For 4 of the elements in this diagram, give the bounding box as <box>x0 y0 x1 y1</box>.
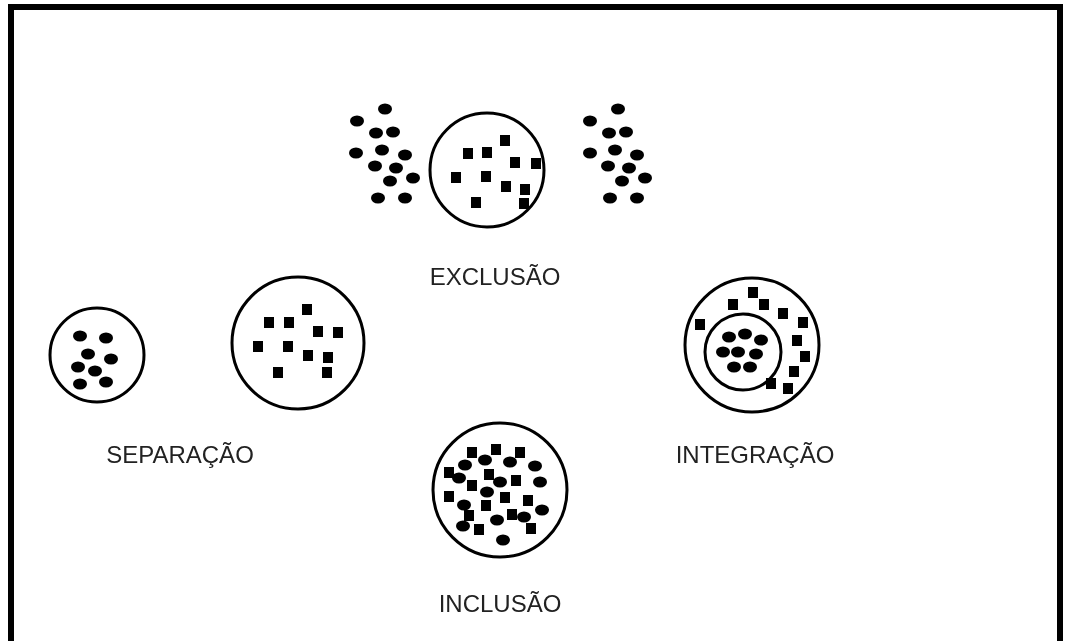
caption-label: INTEGRAÇÃO <box>675 441 835 469</box>
caption-label: INCLUSÃO <box>438 590 562 618</box>
caption-label: SEPARAÇÃO <box>106 441 254 469</box>
caption-label: EXCLUSÃO <box>429 263 561 291</box>
